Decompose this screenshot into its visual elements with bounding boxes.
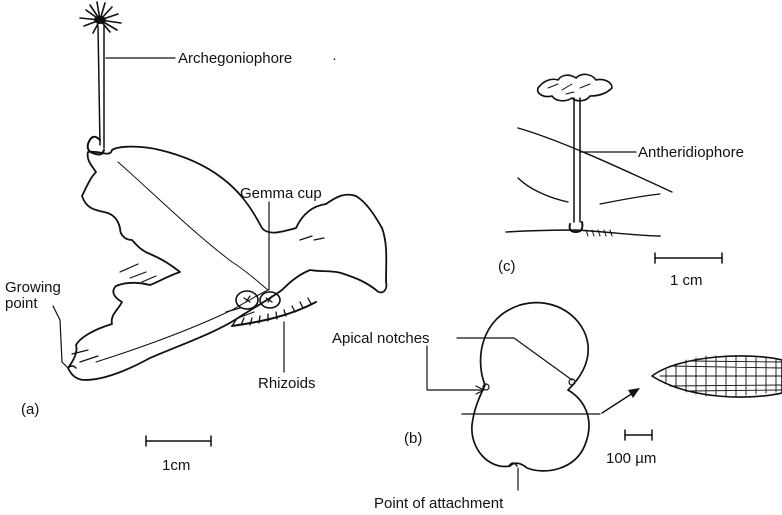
panel-b-label: (b): [404, 430, 422, 447]
thallus-edge-lower: [600, 194, 660, 204]
thallus-edge-inner: [518, 178, 568, 202]
growing-point-leader: [53, 306, 68, 368]
antheridiophore-label: Antheridiophore: [638, 144, 744, 161]
panel-a-label: (a): [21, 401, 39, 418]
rhizoids-label: Rhizoids: [258, 375, 316, 392]
gemma-cup-label: Gemma cup: [240, 185, 322, 202]
antheridiophore-stalk: [574, 98, 580, 222]
point-of-attachment-label: Point of attachment: [374, 495, 504, 512]
thallus-shading: [72, 236, 324, 362]
scale-bar-c: [655, 253, 722, 263]
growing-point-notch: [68, 366, 76, 368]
scale-bar-a: [146, 436, 211, 446]
ground-line: [506, 230, 660, 236]
panel-b-drawing: [462, 303, 600, 471]
growing-point-label-line2: point: [5, 295, 38, 312]
archegoniophore-head: [80, 2, 121, 33]
apical-notches-label: Apical notches: [332, 330, 430, 347]
archegoniophore-label: Archegoniophore: [178, 50, 292, 67]
scale-bar-b: [625, 430, 652, 440]
gemma-cross-section: [652, 356, 782, 397]
apical-notches-leader-left: [427, 346, 482, 390]
scale-bar-c-label: 1 cm: [670, 272, 703, 289]
panel-c-label: (c): [498, 258, 516, 275]
archegoniophore-stalk: [98, 26, 104, 148]
antheridiophore-head-texture: [548, 84, 590, 94]
scale-bar-a-label: 1cm: [162, 457, 190, 474]
growing-point-label-line1: Growing: [5, 279, 61, 296]
section-arrowhead: [628, 388, 640, 398]
scale-bar-b-label: 100 µm: [606, 450, 656, 467]
archegoniophore-dot: ·: [332, 50, 337, 67]
apical-notches-leader-right: [514, 338, 572, 380]
